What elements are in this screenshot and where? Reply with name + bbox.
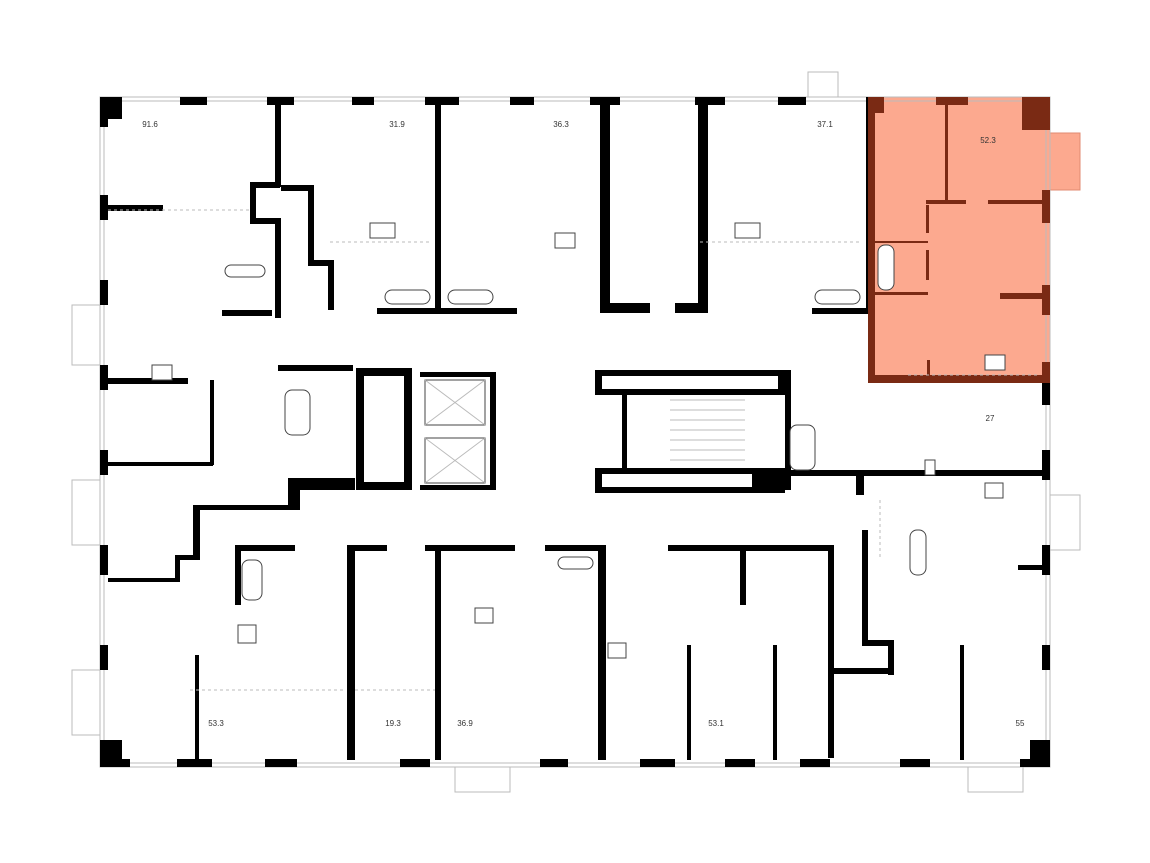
apartment-55[interactable]: 55 (868, 476, 1042, 759)
apartment-53-3[interactable]: 53.3 (108, 585, 347, 759)
apartment-27[interactable]: 27 (855, 385, 1042, 470)
apartments: 91.6 31.9 36.3 37.1 52.3 27 53.3 19.3 36… (108, 105, 1042, 759)
apartment-area-label: 27 (986, 414, 995, 423)
windows (71, 71, 1081, 793)
apartment-area-label: 53.3 (208, 719, 224, 728)
apartment-53-1[interactable]: 53.1 (606, 551, 828, 759)
apartment-area-label: 37.1 (817, 120, 833, 129)
apartment-36-3[interactable]: 36.3 (441, 105, 600, 305)
apartment-19-3[interactable]: 19.3 (355, 551, 435, 759)
apartment-37-1[interactable]: 37.1 (708, 105, 866, 305)
apartment-area-label: 91.6 (142, 120, 158, 129)
apartment-area-label: 52.3 (980, 136, 996, 145)
apartment-area-label: 31.9 (389, 120, 405, 129)
fixtures (108, 209, 1040, 691)
apartment-91-6[interactable]: 91.6 (108, 105, 273, 305)
apartment-area-label: 53.1 (708, 719, 724, 728)
apartment-52-3[interactable]: 52.3 (875, 105, 1042, 375)
selected-apartment-fill (868, 97, 1050, 382)
apartment-area-label: 19.3 (385, 719, 401, 728)
apartment-36-9[interactable]: 36.9 (441, 551, 598, 759)
apartment-31-9[interactable]: 31.9 (281, 105, 435, 305)
selected-balcony (1049, 132, 1081, 191)
apartment-area-label: 36.9 (457, 719, 473, 728)
selected-apartment-walls (868, 97, 1050, 383)
apartment-area-label: 55 (1016, 719, 1025, 728)
walls (100, 97, 1050, 767)
apartment-area-label: 36.3 (553, 120, 569, 129)
